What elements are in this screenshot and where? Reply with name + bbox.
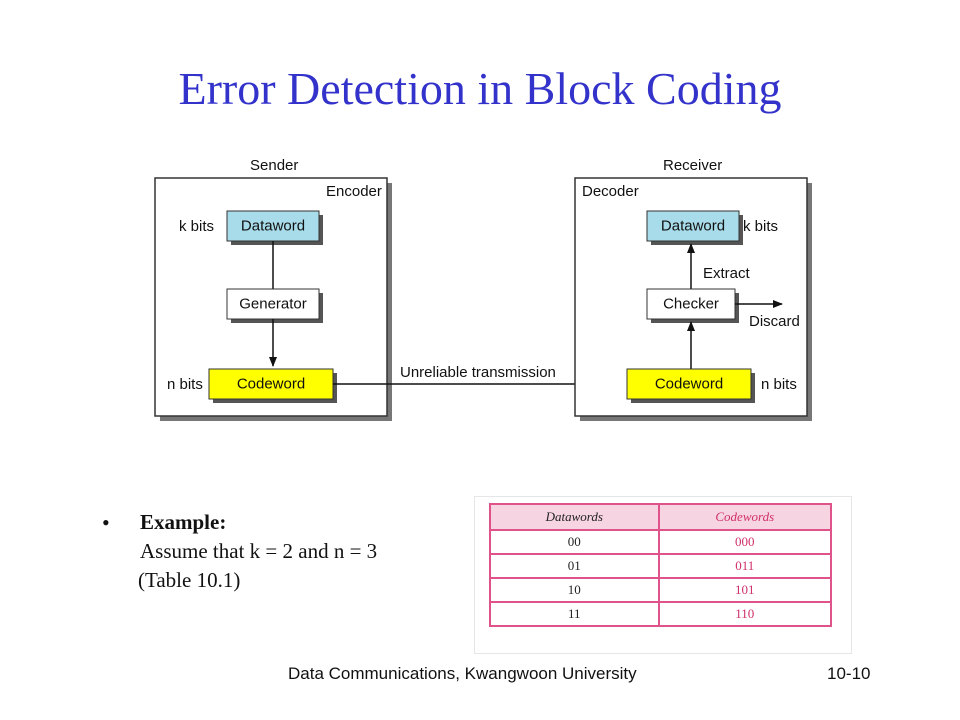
footer-page-number: 10-10 [827,664,871,683]
checker-label: Checker [663,296,719,313]
generator-label: Generator [239,296,307,313]
table-row: 01 011 [489,553,833,579]
decoder-label: Decoder [582,183,639,200]
example-bullet: • [102,510,110,535]
receiver-codeword-label: Codeword [655,376,723,393]
sender-dataword-label: Dataword [241,218,305,235]
datawords-header: Datawords [489,503,660,531]
discard-label: Discard [749,313,800,330]
receiver-heading: Receiver [663,157,722,174]
table-row: 00 000 [489,529,833,555]
codeword-cell: 110 [657,601,833,627]
table-row: 10 101 [489,577,833,603]
table-header-row: Datawords Codewords [489,503,833,531]
dataword-cell: 00 [489,529,660,555]
example-table-reference: (Table 10.1) [138,568,241,592]
example-heading: Example: [140,510,227,534]
example-block: • Example: Assume that k = 2 and n = 3 (… [102,508,378,595]
dataword-cell: 11 [489,601,660,627]
table-row: 11 110 [489,601,833,627]
extract-label: Extract [703,265,751,282]
receiver-codeword-box [626,368,752,400]
codeword-cell: 000 [657,529,833,555]
sender-codeword-box [208,368,334,400]
sender-dataword-box [226,210,320,242]
example-assumption: Assume that k = 2 and n = 3 [140,539,378,563]
sender-codeword-label: Codeword [237,376,305,393]
codeword-cell: 011 [657,553,833,579]
receiver-k-bits-label: k bits [743,218,778,235]
encoder-label: Encoder [326,183,382,200]
sender-heading: Sender [250,157,298,174]
codeword-table: Datawords Codewords 00 000 01 011 10 101… [489,503,833,627]
slide-title: Error Detection in Block Coding [178,63,782,114]
codewords-header: Codewords [657,503,833,531]
transmission-label: Unreliable transmission [400,364,556,381]
receiver-n-bits-label: n bits [761,376,797,393]
generator-box [226,288,320,320]
receiver-dataword-box [646,210,740,242]
codeword-cell: 101 [657,577,833,603]
dataword-cell: 10 [489,577,660,603]
codeword-table-figure: Datawords Codewords 00 000 01 011 10 101… [474,496,852,654]
sender-k-bits-label: k bits [179,218,214,235]
footer-course-label: Data Communications, Kwangwoon Universit… [288,664,637,683]
dataword-cell: 01 [489,553,660,579]
receiver-dataword-label: Dataword [661,218,725,235]
sender-n-bits-label: n bits [167,376,203,393]
